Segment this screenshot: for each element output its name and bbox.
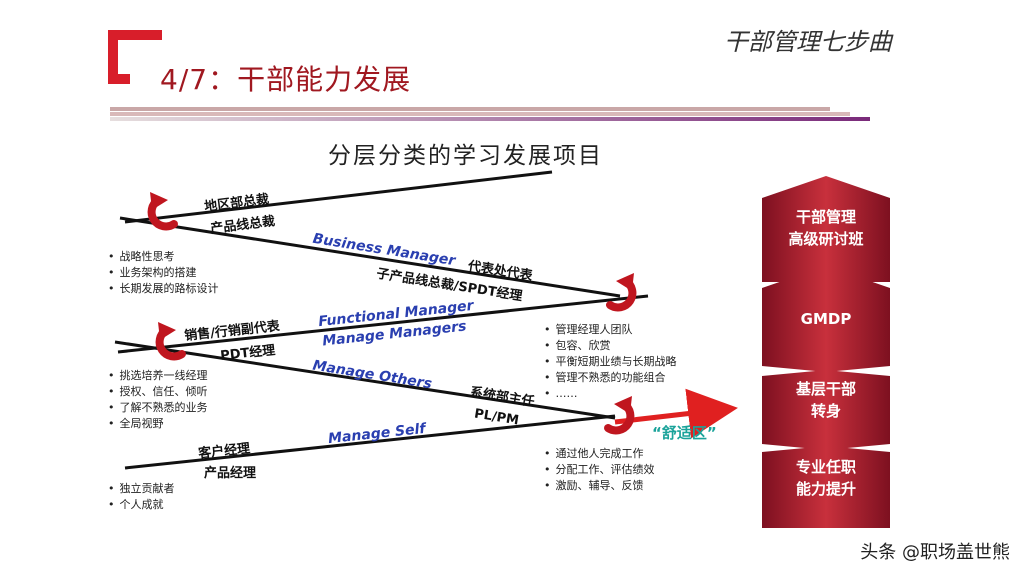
bullet-list-bottom-left: 独立贡献者 个人成就 <box>108 481 175 513</box>
list-item: 独立贡献者 <box>108 481 175 497</box>
program-block <box>762 370 890 450</box>
pipeline-line-functional-manager <box>117 294 649 354</box>
pipeline-line-manage-self <box>124 414 616 470</box>
turn-arrow-icon <box>606 273 637 312</box>
list-item: 分配工作、评估绩效 <box>544 462 655 478</box>
watermark: 头条 @职场盖世熊 <box>860 542 1010 563</box>
program-block <box>762 446 890 528</box>
list-item: 平衡短期业绩与长期战略 <box>544 354 677 370</box>
list-item: 长期发展的路标设计 <box>108 281 219 297</box>
slide-title: 4/7：干部能力发展 <box>160 63 412 96</box>
list-item: 激励、辅导、反馈 <box>544 478 655 494</box>
pipeline-line-manage-others <box>114 340 616 420</box>
turn-arrow-icon <box>155 322 186 361</box>
diagram-title: 分层分类的学习发展项目 <box>328 143 603 169</box>
list-item: 包容、欣赏 <box>544 338 677 354</box>
list-item: 业务架构的搭建 <box>108 265 219 281</box>
program-label-grassroots-transition: 基层干部转身 <box>795 380 856 420</box>
list-item: 战略性思考 <box>108 249 219 265</box>
pipeline-line-business-manager-top <box>124 170 553 224</box>
list-item: 个人成就 <box>108 497 175 513</box>
bullet-list-top-left: 战略性思考 业务架构的搭建 长期发展的路标设计 <box>108 249 219 297</box>
list-item: 授权、信任、倾听 <box>108 384 208 400</box>
list-item: 了解不熟悉的业务 <box>108 400 208 416</box>
program-block <box>762 266 890 372</box>
role-label-product-manager: 产品经理 <box>204 466 257 481</box>
list-item: 通过他人完成工作 <box>544 446 655 462</box>
list-item: 管理经理人团队 <box>544 322 677 338</box>
pipeline-line-business-manager <box>119 216 621 298</box>
corner-bracket-logo <box>108 30 162 84</box>
header-divider-band <box>110 112 850 116</box>
comfort-zone-label: “舒适区” <box>652 424 717 442</box>
program-label-senior-seminar: 干部管理高级研讨班 <box>788 208 864 248</box>
program-stack-shapes <box>762 176 890 528</box>
program-block <box>762 176 890 282</box>
program-label-gmdp: GMDP <box>800 310 852 328</box>
header-divider-band <box>110 107 830 111</box>
header-divider-band <box>110 117 870 121</box>
bullet-list-low-right: 通过他人完成工作 分配工作、评估绩效 激励、辅导、反馈 <box>544 446 655 494</box>
list-item: 挑选培养一线经理 <box>108 368 208 384</box>
program-label-professional-capability: 专业任职能力提升 <box>795 458 856 498</box>
turn-arrow-icon <box>147 192 178 231</box>
list-item: …… <box>544 386 677 402</box>
list-item: 全局视野 <box>108 416 208 432</box>
bullet-list-mid-right: 管理经理人团队 包容、欣赏 平衡短期业绩与长期战略 管理不熟悉的功能组合 …… <box>544 322 677 402</box>
series-title: 干部管理七步曲 <box>724 28 892 56</box>
bullet-list-mid-left: 挑选培养一线经理 授权、信任、倾听 了解不熟悉的业务 全局视野 <box>108 368 208 432</box>
list-item: 管理不熟悉的功能组合 <box>544 370 677 386</box>
program-stack: 干部管理高级研讨班 GMDP 基层干部转身 专业任职能力提升 <box>762 176 890 528</box>
